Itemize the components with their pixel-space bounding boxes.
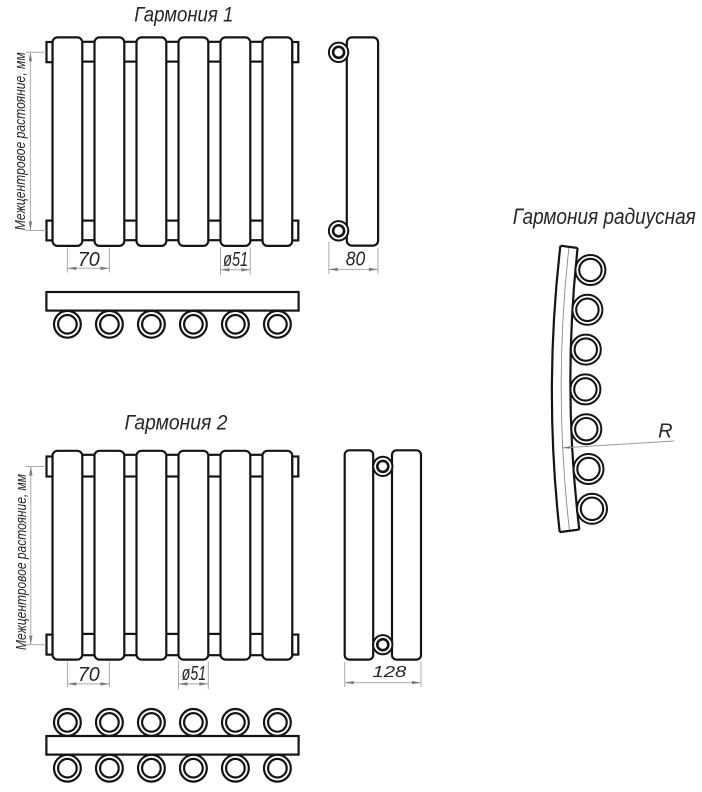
svg-text:Гармония 2: Гармония 2 — [125, 412, 228, 435]
svg-text:Межцентровое растояние, мм: Межцентровое растояние, мм — [13, 474, 30, 650]
svg-text:Гармония радиусная: Гармония радиусная — [513, 204, 696, 229]
svg-text:ø51: ø51 — [182, 663, 207, 685]
svg-text:Межцентровое растояние, мм: Межцентровое растояние, мм — [12, 52, 29, 230]
svg-text:70: 70 — [78, 249, 100, 271]
svg-text:128: 128 — [372, 664, 406, 681]
svg-text:70: 70 — [78, 664, 100, 686]
svg-text:Гармония 1: Гармония 1 — [134, 3, 233, 26]
svg-text:R: R — [658, 421, 672, 443]
svg-text:ø51: ø51 — [223, 249, 248, 271]
svg-text:80: 80 — [346, 248, 366, 270]
